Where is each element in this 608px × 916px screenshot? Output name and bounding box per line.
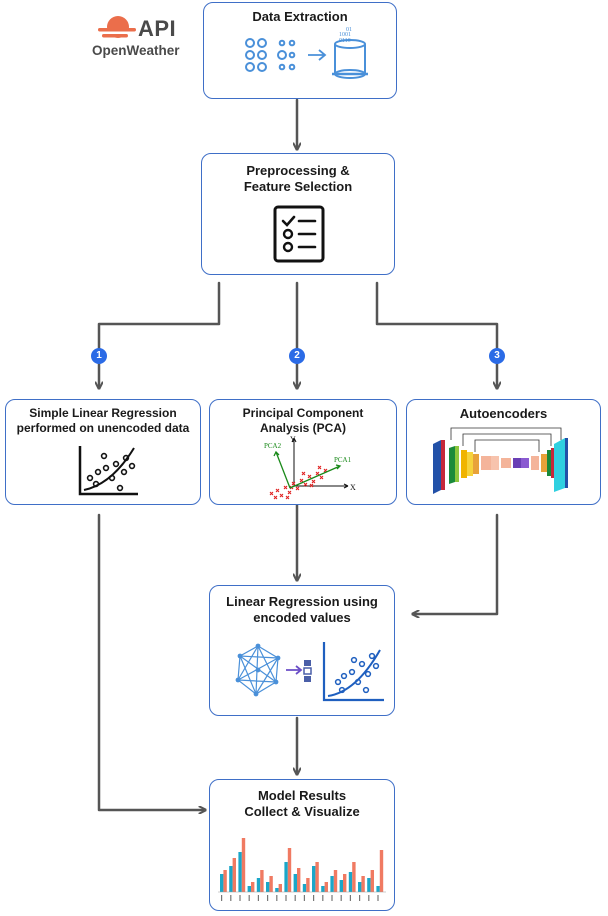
results-bar-chart-icon [218, 838, 386, 901]
results-bar [247, 886, 251, 892]
node-title: Autoencoders [459, 406, 548, 421]
results-bar [223, 870, 227, 892]
pca2-label: PCA2 [264, 442, 282, 450]
results-bar [324, 882, 328, 892]
results-bar [321, 886, 325, 892]
pca-plot-icon: Y X PCA1 PCA2 [264, 435, 356, 500]
autoencoder-network-icon [433, 427, 568, 494]
results-bar [278, 884, 282, 892]
node-encoded-linear-regression: Linear Regression using encoded values [209, 585, 395, 716]
step-badge-1: 1 [91, 348, 107, 364]
results-bar [361, 876, 365, 892]
results-bar [348, 872, 353, 892]
results-bar [229, 866, 233, 892]
node-model-results: Model Results Collect & Visualize [209, 779, 395, 911]
arrow-preprocessing-to-simple-lr [99, 281, 221, 386]
results-bar [220, 874, 224, 892]
api-label: API [138, 16, 177, 41]
results-tick [294, 895, 296, 901]
node-data-extraction: Data Extraction 1001 0110 01 [203, 2, 397, 99]
results-bar [367, 878, 371, 892]
results-bar [352, 862, 356, 892]
arrow-preprocessing-to-autoencoders [375, 281, 497, 386]
step-badge-3: 3 [489, 348, 505, 364]
results-bar [284, 862, 288, 892]
svg-text:0110: 0110 [339, 38, 351, 44]
sun-cloud-icon [98, 16, 136, 38]
results-bar [343, 874, 347, 892]
results-tick [303, 895, 305, 901]
results-bar [260, 870, 264, 892]
results-bar [297, 868, 301, 892]
node-title: Data Extraction [252, 9, 348, 24]
results-bar [266, 882, 270, 892]
results-tick [248, 895, 250, 901]
results-tick [313, 895, 315, 901]
results-bar [333, 870, 338, 892]
results-tick [368, 895, 370, 901]
node-pca: Principal Component Analysis (PCA) Y X P… [209, 399, 397, 505]
svg-text:01: 01 [346, 27, 352, 33]
results-tick [377, 895, 379, 901]
encoder-regression-icon [235, 642, 384, 702]
results-bar [287, 848, 292, 892]
results-tick [276, 895, 278, 901]
results-bar [241, 838, 246, 892]
results-tick [340, 895, 342, 901]
arrow-autoencoders-to-encoded-lr [415, 513, 499, 614]
results-bar [293, 874, 297, 892]
results-bar [232, 858, 236, 892]
node-title: Preprocessing & Feature Selection [243, 163, 353, 194]
scatter-plot-icon [78, 446, 138, 496]
pca-axis-x-label: X [350, 483, 356, 492]
results-bar [306, 878, 310, 892]
results-bar [330, 876, 334, 892]
results-tick [322, 895, 324, 901]
results-bar [275, 888, 279, 892]
checklist-icon [273, 205, 325, 263]
results-tick [331, 895, 333, 901]
step-badge-2: 2 [289, 348, 305, 364]
node-title: Model Results Collect & Visualize [244, 788, 360, 819]
node-preprocessing: Preprocessing & Feature Selection [201, 153, 395, 275]
node-title: Principal Component Analysis (PCA) [242, 406, 364, 435]
results-tick [285, 895, 287, 901]
results-bar [370, 870, 374, 892]
results-bar [251, 882, 255, 892]
node-autoencoders: Autoencoders [406, 399, 601, 505]
brand-name: OpenWeather [92, 43, 180, 58]
results-tick [349, 895, 351, 901]
results-bar [376, 886, 380, 892]
node-title: Simple Linear Regression performed on un… [16, 406, 190, 435]
results-bar [256, 878, 261, 892]
node-title: Linear Regression using encoded values [226, 594, 378, 625]
node-simple-linear-regression: Simple Linear Regression performed on un… [5, 399, 201, 505]
openweather-logo: API OpenWeather [92, 14, 192, 60]
svg-text:1001: 1001 [339, 32, 351, 38]
results-bar [302, 884, 307, 892]
results-bar [312, 866, 316, 892]
pca1-label: PCA1 [334, 456, 352, 464]
results-tick [257, 895, 259, 901]
results-bar [238, 852, 242, 892]
results-bar [379, 850, 384, 892]
arrow-simple-lr-to-results [97, 513, 203, 810]
data-transfer-icon: 1001 0110 01 [245, 27, 368, 79]
results-tick [267, 895, 269, 901]
results-tick [230, 895, 232, 901]
results-tick [359, 895, 361, 901]
results-tick [221, 895, 223, 901]
results-bar [269, 876, 273, 892]
pca-axis-y-label: Y [290, 435, 296, 444]
results-bar [358, 882, 362, 892]
results-bar [339, 880, 343, 892]
results-tick [239, 895, 241, 901]
results-bar [315, 862, 319, 892]
